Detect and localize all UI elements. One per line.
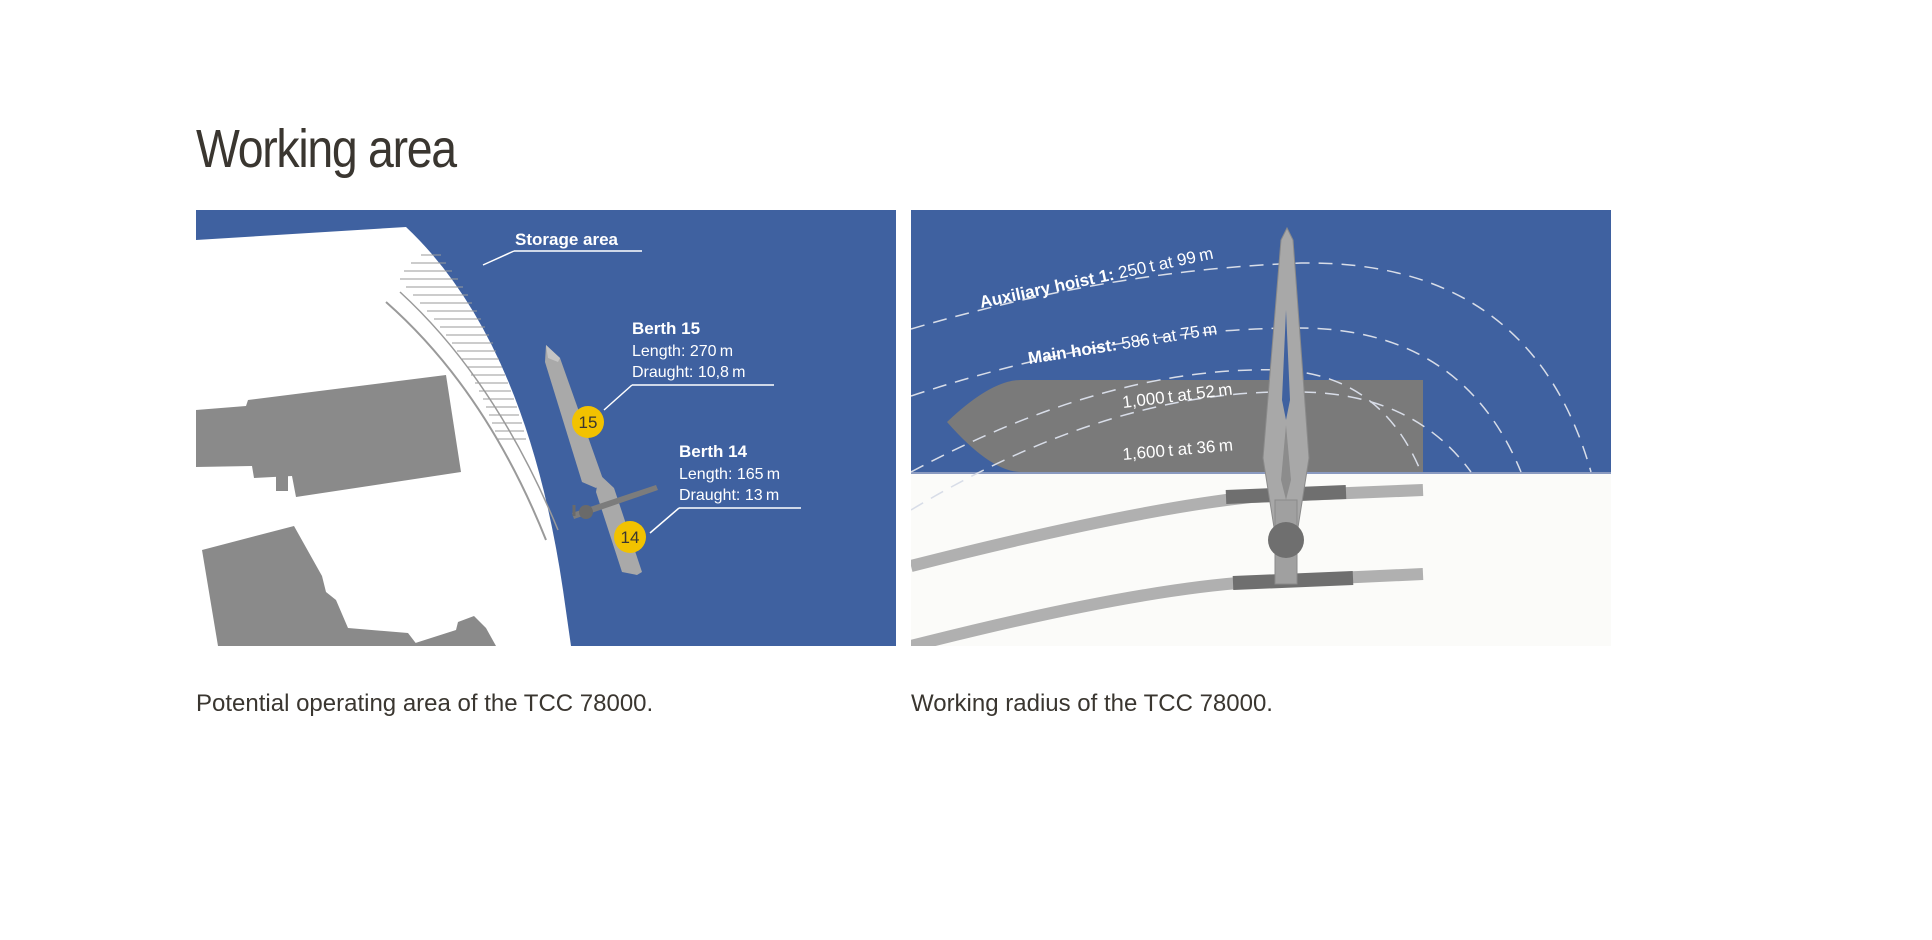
building-warehouse: [202, 526, 418, 646]
crane-boom: [1262, 226, 1310, 585]
building-corner: [406, 616, 496, 646]
radius-arc-586: [911, 327, 1522, 473]
radius-arc-250: [911, 262, 1592, 473]
berth-15-length: Length: 270 m: [632, 343, 733, 360]
berth-15-title: Berth 15: [632, 319, 700, 338]
working-radius-diagram: Auxiliary hoist 1: 250 t at 99 m Main ho…: [911, 210, 1611, 646]
building-large: [196, 375, 461, 497]
berth-14-draught: Draught: 13 m: [679, 487, 779, 504]
radius-arc-1600: [911, 369, 1422, 473]
berth-14-marker: 14: [614, 521, 646, 553]
berth-14-title: Berth 14: [679, 442, 748, 461]
berth-14-label-group: Berth 14 Length: 165 m Draught: 13 m: [649, 442, 801, 534]
building-small: [276, 473, 288, 491]
berth-15-label-group: Berth 15 Length: 270 m Draught: 10,8 m: [603, 319, 774, 411]
crane-rail-inner: [399, 291, 559, 531]
berth-14-length: Length: 165 m: [679, 466, 780, 483]
crane-rail-outer: [385, 301, 547, 541]
storage-area-label: Storage area: [515, 230, 619, 249]
left-figure-caption: Potential operating area of the TCC 7800…: [196, 690, 654, 717]
radius-arc-1000: [911, 391, 1472, 511]
storage-label-group: Storage area: [482, 230, 642, 266]
operating-area-map-svg: Storage area Berth 15 Length: 270 m Drau…: [196, 210, 896, 646]
page-title: Working area: [196, 119, 457, 179]
operating-area-map: Storage area Berth 15 Length: 270 m Drau…: [196, 210, 896, 646]
working-radius-svg: Auxiliary hoist 1: 250 t at 99 m Main ho…: [911, 210, 1611, 646]
berth-14-number: 14: [621, 528, 640, 547]
berth-15-number: 15: [579, 413, 598, 432]
storage-area-hatching: [400, 254, 526, 440]
right-figure-caption: Working radius of the TCC 78000.: [911, 690, 1273, 717]
berth-15-marker: 15: [572, 406, 604, 438]
crane-on-quay: [572, 485, 658, 519]
berth-15-draught: Draught: 10,8 m: [632, 364, 745, 381]
radius-arcs: [911, 262, 1592, 511]
buildings: [196, 375, 496, 646]
